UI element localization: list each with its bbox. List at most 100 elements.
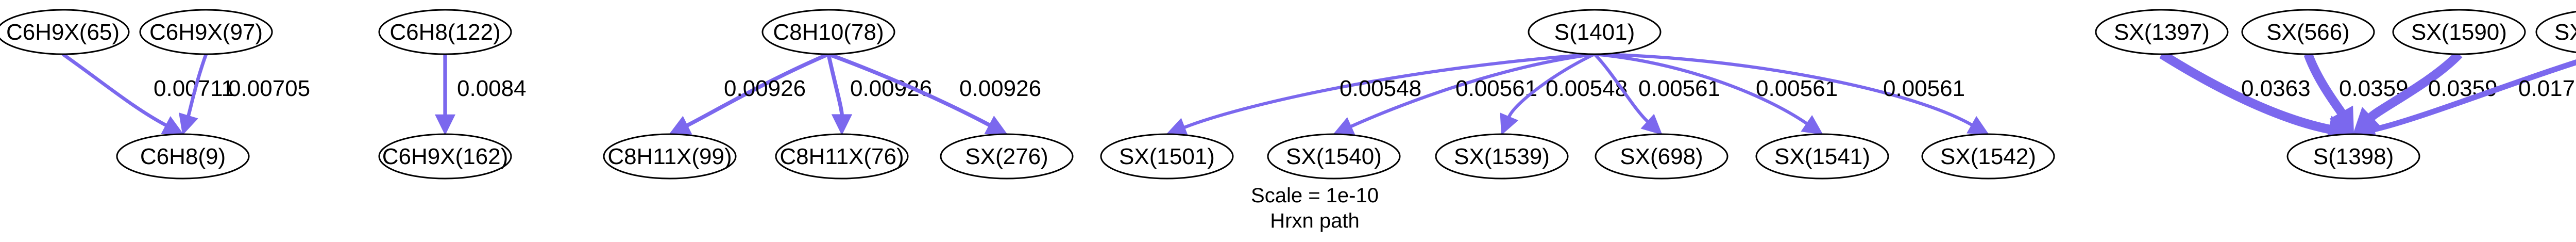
edge-line [62,53,167,127]
node-label: SX(1539) [1454,144,1550,169]
caption: Scale = 1e-10 Hrxn path [1251,184,1379,232]
edge-line [2368,51,2463,121]
arrowhead-icon [1165,118,1189,137]
graph-title: Hrxn path [1270,209,1359,232]
node-ellipse [2392,9,2526,55]
species-node: SX(1541) [1755,133,1889,180]
edge-n2-n3: 0.00705 [179,53,310,136]
arrowhead-icon [179,112,198,136]
node-label: C8H11X(76) [779,144,904,169]
node-ellipse [1435,133,1569,180]
edge-weight-label: 0.0359 [2428,76,2498,101]
species-node: SX(276) [940,133,1074,180]
arrowhead-icon [1640,114,1663,135]
species-node: C8H11X(99) [603,133,737,180]
edge-weight-label: 0.00548 [1340,76,1421,101]
node-label: S(1398) [2313,144,2394,169]
arrowhead-icon [1500,112,1519,136]
node-ellipse [1100,133,1234,180]
edge-weight-label: 0.0179 [2518,76,2576,101]
arrowhead-icon [2329,105,2354,135]
edge-line [1183,52,1595,129]
species-node: SX(1397) [2095,9,2229,55]
node-label: SX(698) [1620,144,1703,169]
species-node: S(1398) [2286,133,2420,180]
node-label: C6H8(9) [140,144,226,169]
scale-caption: Scale = 1e-10 [1251,184,1379,207]
node-label: SX(1589) [2554,20,2576,45]
edge-n6-n9: 0.00926 [827,52,1041,135]
arrowhead-icon [1967,116,1989,135]
edge-n17-n21: 0.0363 [2159,50,2355,143]
node-label: SX(1501) [1119,144,1215,169]
edge-weight-label: 0.0084 [457,76,527,101]
node-label: SX(1542) [1940,144,2036,169]
node-ellipse [603,133,737,180]
node-ellipse [0,9,130,55]
node-label: S(1401) [1554,20,1635,45]
edge-n1-n3: 0.00711 [62,53,234,135]
node-label: C6H9X(65) [6,20,120,45]
species-node: C6H8(122) [378,9,512,55]
node-ellipse [940,133,1074,180]
node-label: C8H11X(99) [607,144,732,169]
nodes-layer: C6H9X(65) C6H9X(97) C6H8(9) C6H8(122) C6H9X(… [0,9,2576,180]
node-ellipse [116,133,250,180]
node-ellipse [1595,133,1728,180]
node-ellipse [1755,133,1889,180]
node-label: SX(1541) [1774,144,1870,169]
species-node: SX(698) [1595,133,1728,180]
species-node: S(1401) [1528,9,1662,55]
species-node: C6H9X(65) [0,9,130,55]
node-ellipse [378,9,512,55]
species-node: SX(1539) [1435,133,1569,180]
species-node: SX(566) [2241,9,2375,55]
edge-line [1350,52,1595,128]
node-ellipse [2286,133,2420,180]
edge-line [2373,59,2576,133]
node-ellipse [1528,9,1662,55]
edge-weight-label: 0.00705 [228,76,310,101]
species-node: SX(1542) [1921,133,2055,180]
node-label: C6H8(122) [389,20,500,45]
edge-line [686,52,829,127]
species-node: C6H9X(162) [378,133,512,180]
node-ellipse [378,133,512,180]
node-ellipse [775,133,909,180]
edge-line [827,52,991,127]
edge-weight-label: 0.00926 [724,76,806,101]
edge-n10-n14: 0.00561 [1593,53,1720,135]
edge-weight-label: 0.00561 [1883,76,1965,101]
node-label: C8H10(78) [773,20,884,45]
edge-line [826,54,844,115]
node-label: C6H9X(97) [149,20,263,45]
node-ellipse [2095,9,2229,55]
edge-line [1594,52,1973,126]
edge-n10-n13: 0.00548 [1500,53,1628,136]
edge-n6-n8: 0.00926 [826,54,932,136]
edge-line [2303,52,2346,116]
edge-n10-n11: 0.00548 [1165,52,1595,137]
edge-n10-n12: 0.00561 [1332,52,1595,136]
arrowhead-icon [831,114,853,136]
edge-weight-label: 0.00926 [959,76,1041,101]
edge-n4-n5: 0.0084 [435,54,527,136]
edge-line [2159,50,2330,134]
species-node: C6H9X(97) [139,9,273,55]
edge-line [1594,52,1808,125]
species-node: SX(1590) [2392,9,2526,55]
edge-weight-label: 0.00561 [1455,76,1537,101]
node-ellipse [761,9,895,55]
arrowhead-icon [435,114,455,136]
species-node: C6H8(9) [116,133,250,180]
node-ellipse [1921,133,2055,180]
species-node: SX(1589) [2535,11,2576,53]
node-ellipse [139,9,273,55]
species-node: SX(1501) [1100,133,1234,180]
node-label: SX(1397) [2114,20,2210,45]
node-label: C6H9X(162) [382,144,509,169]
node-ellipse [1267,133,1401,180]
node-label: SX(1540) [1286,144,1382,169]
